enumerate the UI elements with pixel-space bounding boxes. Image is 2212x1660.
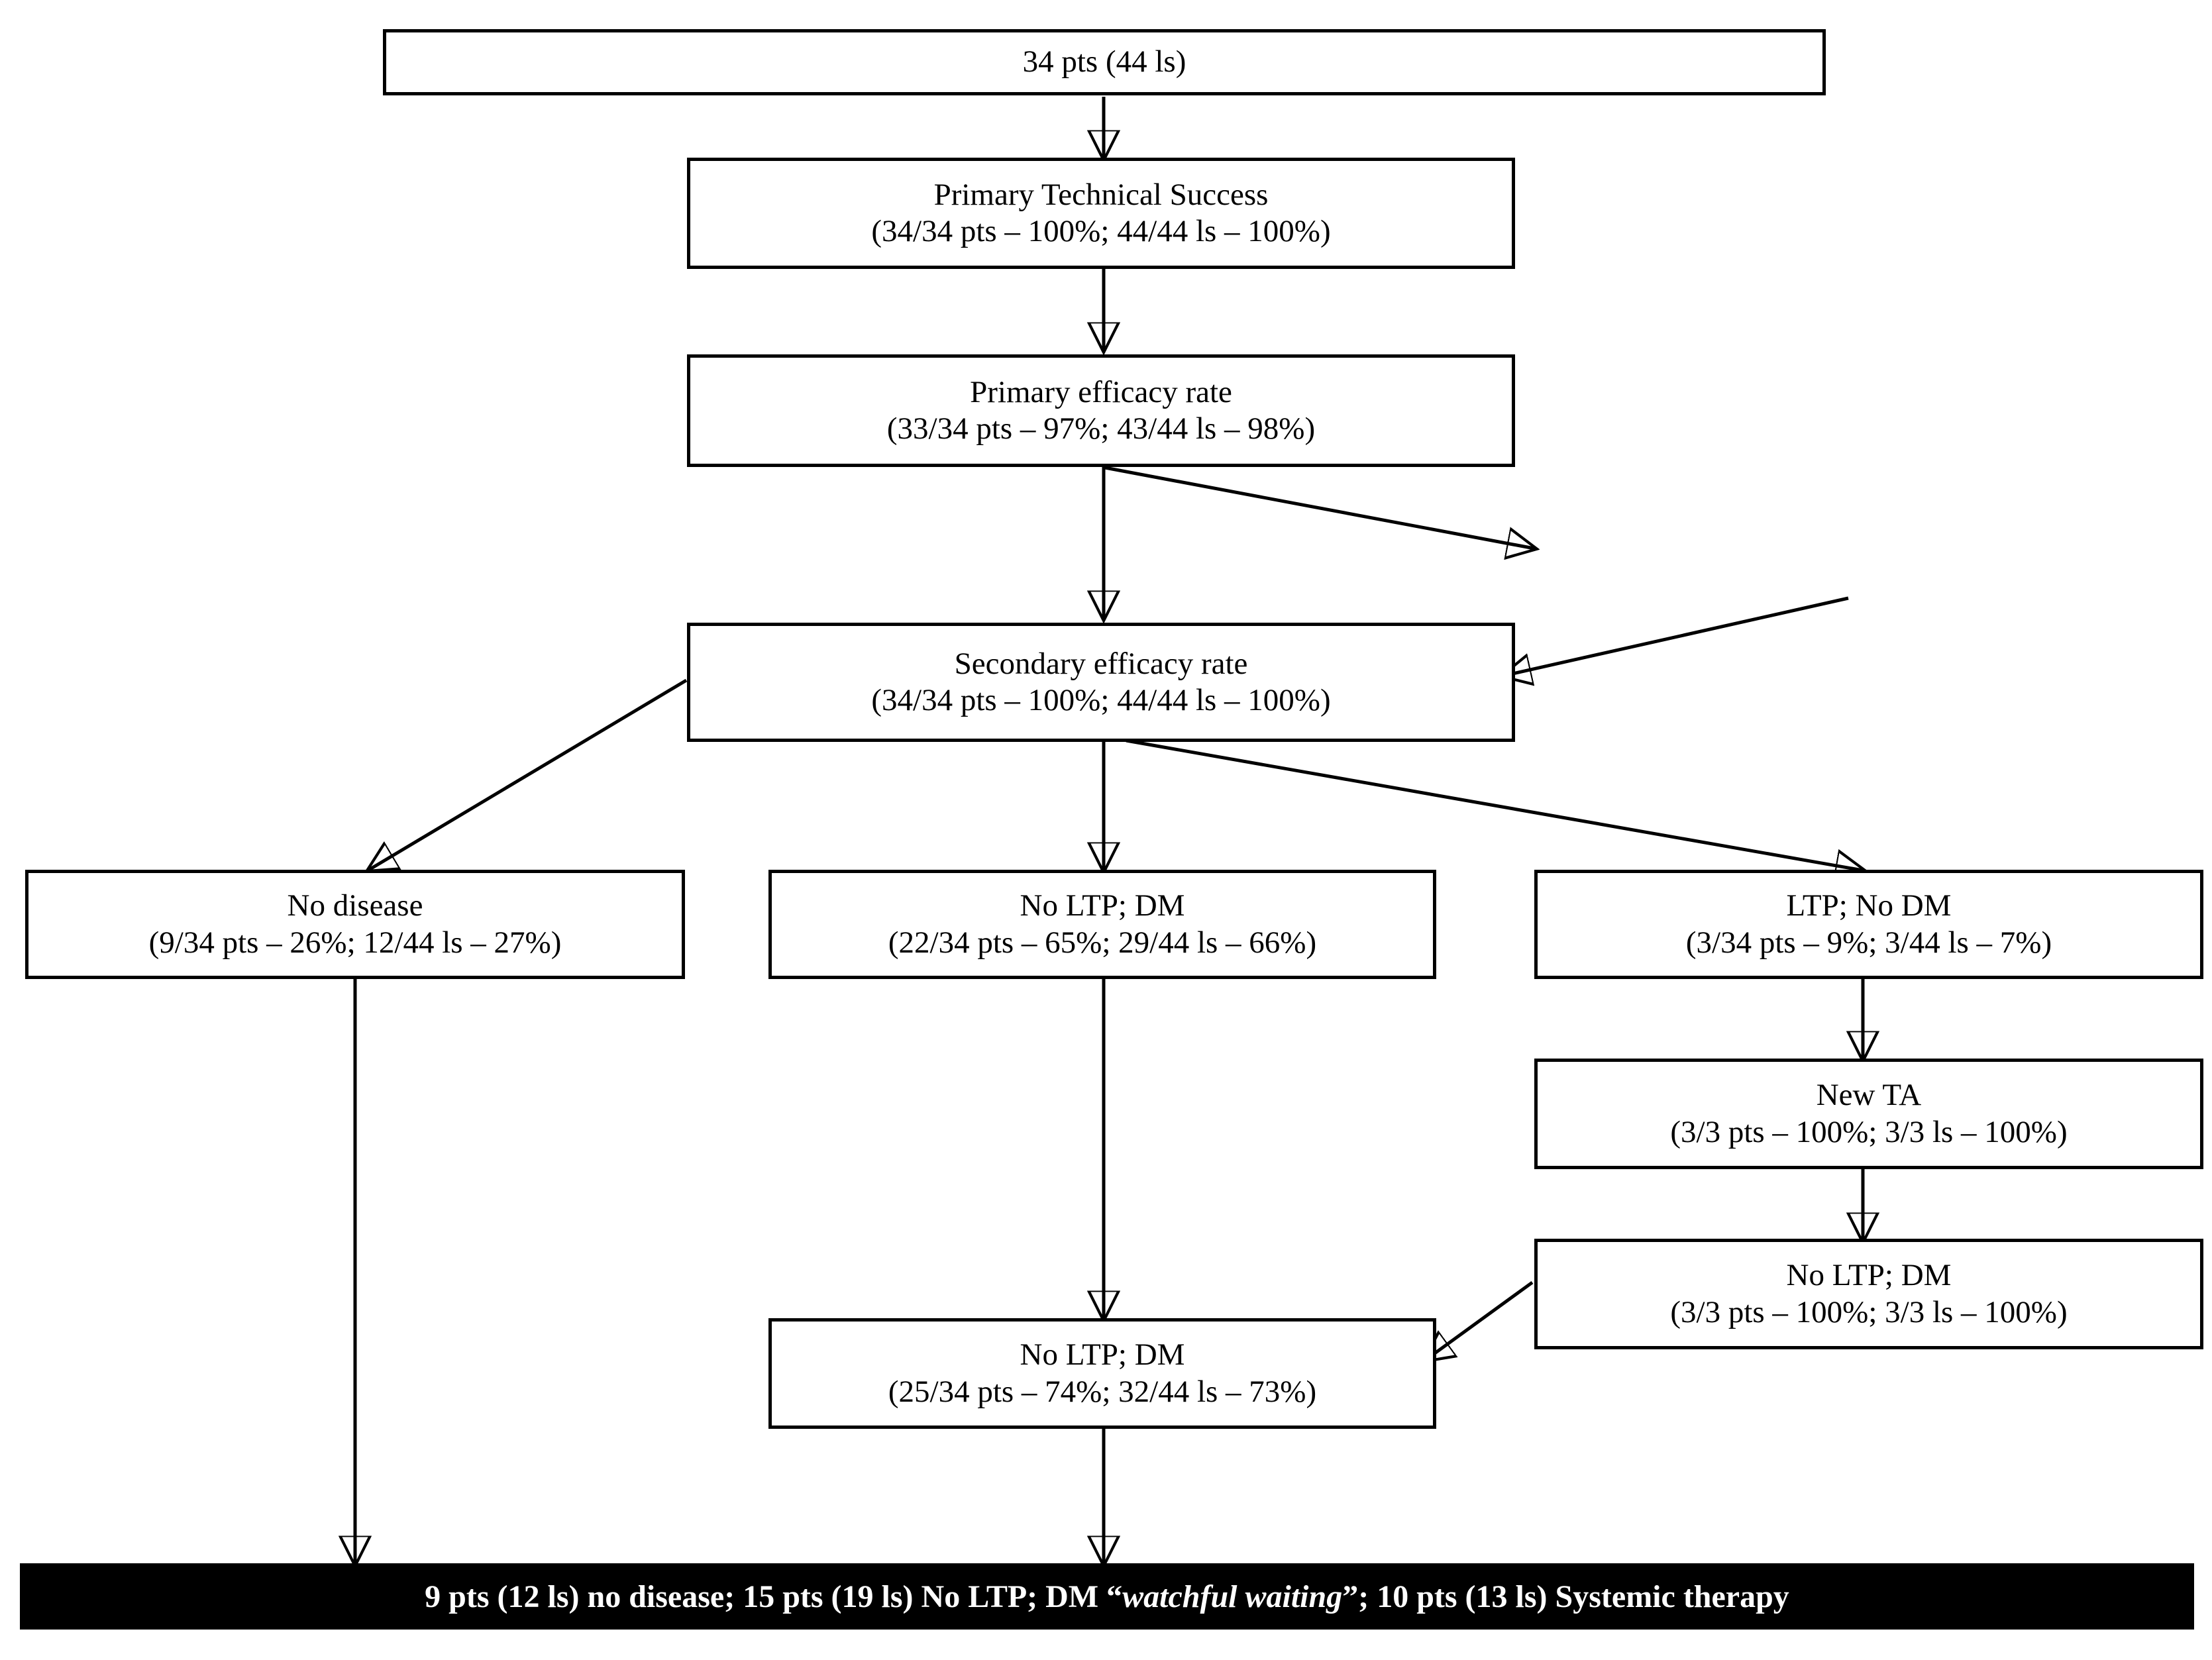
node-no-ltp-dm-middle-line1: No LTP; DM	[1020, 888, 1185, 923]
node-secondary-efficacy-rate[interactable]: Secondary efficacy rate (34/34 pts – 100…	[687, 623, 1515, 742]
node-no-disease-line1: No disease	[287, 888, 423, 923]
node-primary-efficacy-rate[interactable]: Primary efficacy rate (33/34 pts – 97%; …	[687, 354, 1515, 467]
outcome-banner-part2: ”; 10 pts (13 ls) Systemic therapy	[1342, 1579, 1789, 1614]
node-cohort[interactable]: 34 pts (44 ls)	[383, 29, 1826, 95]
node-ltp-no-dm-line2: (3/34 pts – 9%; 3/44 ls – 7%)	[1685, 925, 2052, 960]
outcome-banner-emphasis: watchful waiting	[1122, 1579, 1343, 1614]
outcome-banner-part1: 9 pts (12 ls) no disease; 15 pts (19 ls)…	[425, 1579, 1123, 1614]
node-ltp-no-dm-line1: LTP; No DM	[1786, 888, 1952, 923]
node-new-ta-line1: New TA	[1816, 1078, 1922, 1113]
edge-secondary-efficacy-to-ltp-no-dm	[1126, 739, 1863, 870]
node-no-ltp-dm-bottom-line2: (25/34 pts – 74%; 32/44 ls – 73%)	[888, 1374, 1317, 1409]
node-no-ltp-dm-middle[interactable]: No LTP; DM (22/34 pts – 65%; 29/44 ls – …	[768, 870, 1436, 979]
node-ltp-no-dm[interactable]: LTP; No DM (3/34 pts – 9%; 3/44 ls – 7%)	[1534, 870, 2203, 979]
edge-retreatment-into-secondary-efficacy	[1504, 596, 1849, 676]
node-primary-technical-success-line1: Primary Technical Success	[933, 177, 1269, 212]
node-no-ltp-dm-bottom-line1: No LTP; DM	[1020, 1337, 1185, 1373]
edge-secondary-efficacy-to-no-disease	[369, 678, 688, 870]
node-new-ta-line2: (3/3 pts – 100%; 3/3 ls – 100%)	[1670, 1114, 2068, 1149]
node-primary-efficacy-rate-line1: Primary efficacy rate	[970, 374, 1232, 409]
node-primary-technical-success[interactable]: Primary Technical Success (34/34 pts – 1…	[687, 158, 1515, 269]
node-primary-efficacy-rate-line2: (33/34 pts – 97%; 43/44 ls – 98%)	[886, 411, 1316, 446]
node-no-disease-line2: (9/34 pts – 26%; 12/44 ls – 27%)	[148, 925, 562, 960]
node-cohort-line1: 34 pts (44 ls)	[1022, 44, 1186, 79]
outcome-banner[interactable]: 9 pts (12 ls) no disease; 15 pts (19 ls)…	[20, 1563, 2194, 1630]
node-no-disease[interactable]: No disease (9/34 pts – 26%; 12/44 ls – 2…	[25, 870, 685, 979]
edge-primary-efficacy-branch-right	[1104, 466, 1534, 548]
node-no-ltp-dm-right[interactable]: No LTP; DM (3/3 pts – 100%; 3/3 ls – 100…	[1534, 1239, 2203, 1349]
node-no-ltp-dm-right-line1: No LTP; DM	[1786, 1258, 1952, 1293]
node-no-ltp-dm-middle-line2: (22/34 pts – 65%; 29/44 ls – 66%)	[888, 925, 1317, 960]
node-new-ta[interactable]: New TA (3/3 pts – 100%; 3/3 ls – 100%)	[1534, 1059, 2203, 1169]
edge-no-ltp-dm-right-to-no-ltp-dm-bottom	[1426, 1280, 1534, 1360]
node-primary-technical-success-line2: (34/34 pts – 100%; 44/44 ls – 100%)	[871, 214, 1331, 248]
node-no-ltp-dm-bottom[interactable]: No LTP; DM (25/34 pts – 74%; 32/44 ls – …	[768, 1318, 1436, 1429]
node-no-ltp-dm-right-line2: (3/3 pts – 100%; 3/3 ls – 100%)	[1670, 1294, 2068, 1329]
node-secondary-efficacy-rate-line2: (34/34 pts – 100%; 44/44 ls – 100%)	[871, 683, 1331, 717]
node-secondary-efficacy-rate-line1: Secondary efficacy rate	[954, 646, 1248, 681]
